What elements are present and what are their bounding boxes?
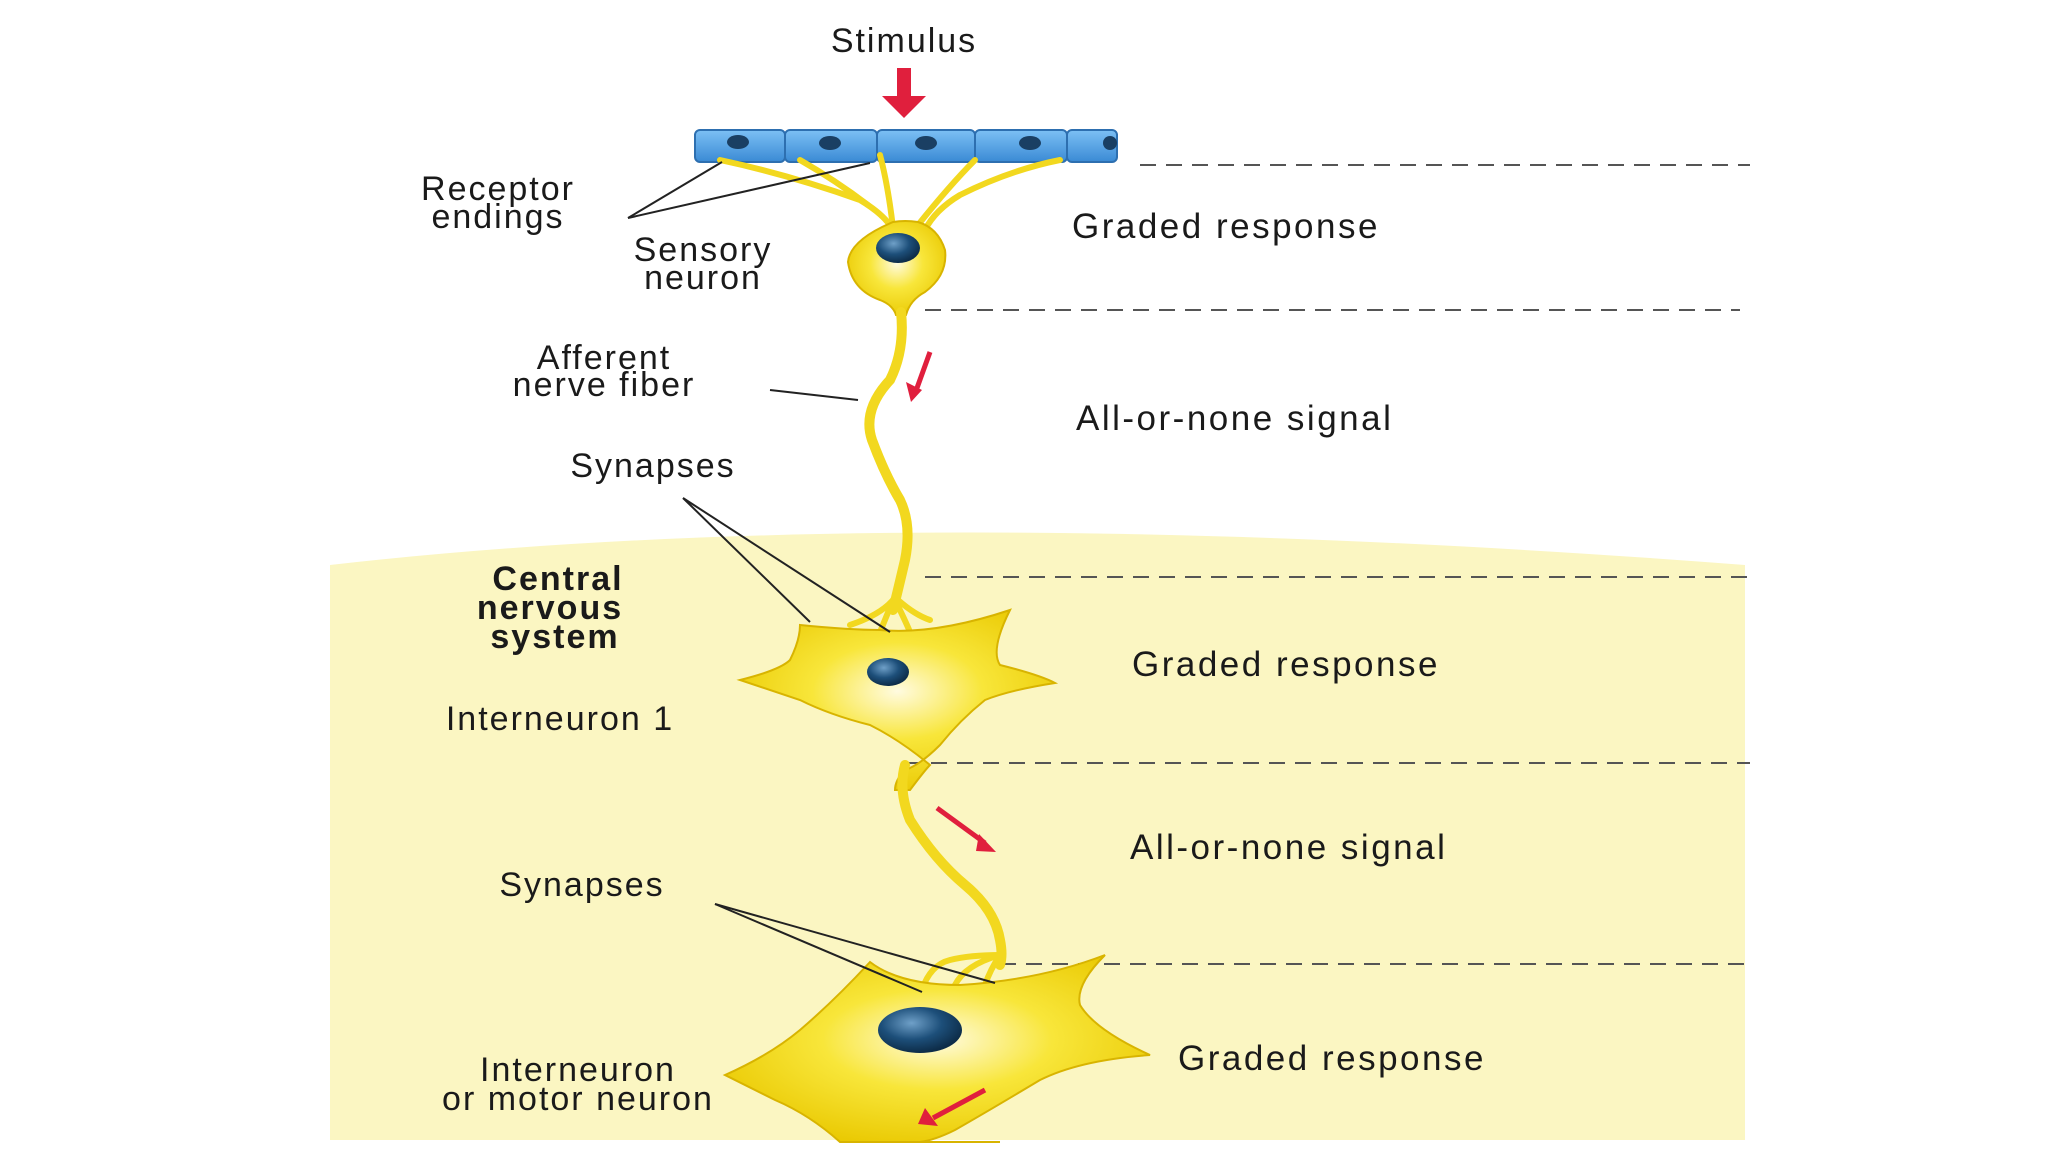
afferent-fiber-label-line1: Afferent [537,339,671,377]
response-label-1: Graded response [1072,207,1380,246]
cns-region [330,532,1745,1140]
motor-neuron-nucleus [878,1007,962,1053]
receptor-endings [717,152,1063,233]
interneuron-1-axon [897,760,1007,970]
label-leader-lines [627,161,996,993]
receptor-cells [694,129,1118,163]
cns-label-line1: Central [492,560,623,598]
response-label-2: All-or-none signal [1076,399,1393,438]
afferent-nerve-fiber [864,307,913,615]
afferent-fiber-label-line2: nerve fiber [513,366,696,404]
sensory-neuron-body [846,220,947,316]
interneuron-1-label: Interneuron 1 [446,700,674,738]
motor-neuron-label-line2: or motor neuron [442,1080,714,1118]
cns-label-line2: nervous [477,589,623,627]
interneuron-1-nucleus [867,658,909,686]
stimulus-label: Stimulus [831,22,977,60]
receptor-endings-label-line2: endings [431,198,564,236]
signal-direction-arrow-icon [906,351,933,402]
motor-neuron-label-line1: Interneuron [480,1051,676,1089]
sensory-neuron-label-line1: Sensory [634,231,773,269]
receptor-endings-label-line1: Receptor [421,170,575,208]
response-zone-dividers [905,164,1750,965]
response-label-5: Graded response [1178,1039,1486,1078]
sensory-neuron-nucleus [876,233,920,263]
synapses-label-1: Synapses [570,447,735,485]
stimulus-arrow-icon [882,68,926,118]
cns-label-line3: system [490,618,619,656]
response-label-4: All-or-none signal [1130,828,1447,867]
response-label-3: Graded response [1132,645,1440,684]
signal-direction-arrow-icon [918,1087,987,1126]
synapses-label-2: Synapses [499,866,664,904]
signal-direction-arrow-icon [935,805,996,852]
sensory-neuron-label-line2: neuron [644,259,762,297]
